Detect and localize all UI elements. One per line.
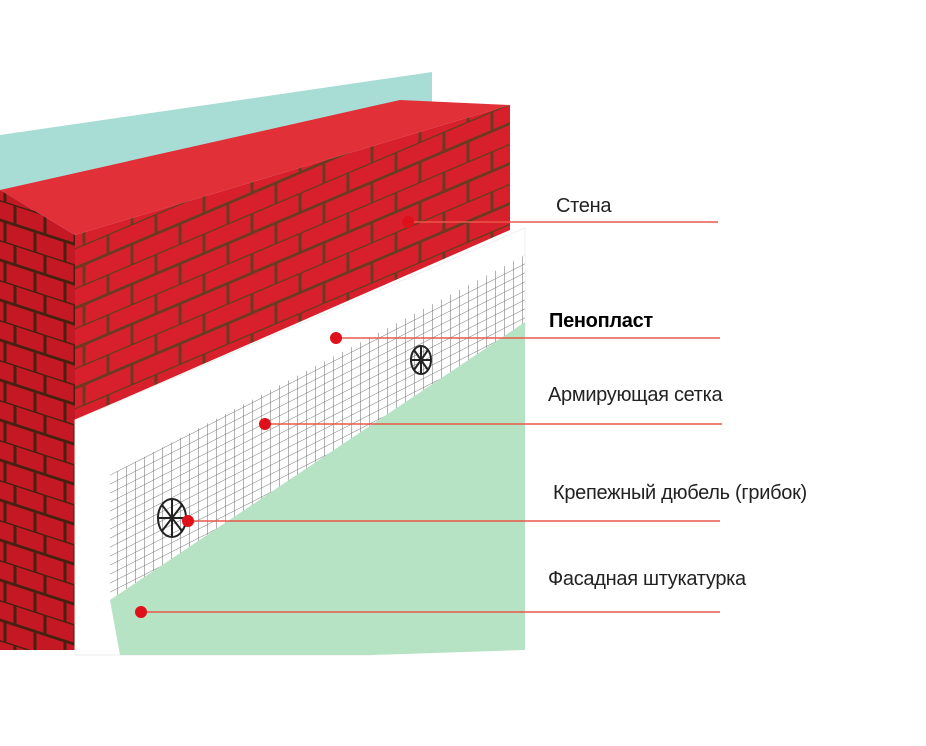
dot-dowel — [182, 515, 194, 527]
leader-lines — [141, 221, 722, 613]
dot-plaster — [135, 606, 147, 618]
leader-dots — [135, 216, 414, 618]
dot-mesh — [259, 418, 271, 430]
brick-wall-front — [75, 105, 510, 420]
reinforcing-mesh — [110, 255, 525, 600]
label-mesh: Армирующая сетка — [548, 384, 723, 406]
dot-wall — [402, 216, 414, 228]
label-wall: Стена — [556, 195, 612, 217]
facade-plaster — [110, 322, 525, 655]
dowel-icon — [157, 498, 187, 538]
brick-wall-top — [0, 100, 510, 235]
label-dowel: Крепежный дюбель (грибок) — [553, 482, 807, 504]
dot-foam — [330, 332, 342, 344]
label-plaster: Фасадная штукатурка — [548, 568, 746, 590]
brick-wall-side — [0, 190, 75, 650]
label-foam: Пенопласт — [549, 310, 653, 332]
dowel-icon — [410, 345, 432, 375]
